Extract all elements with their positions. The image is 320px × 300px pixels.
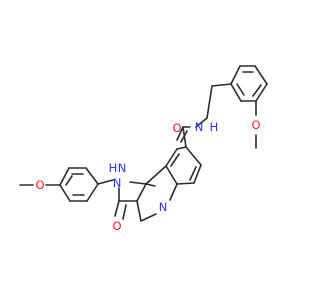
- bonds: [19, 65, 268, 222]
- bond: [114, 200, 120, 217]
- bond: [165, 165, 178, 185]
- bond-inner: [189, 166, 197, 181]
- pyrazole-n2-label: N: [113, 176, 122, 190]
- bond: [182, 126, 187, 148]
- bond: [211, 83, 232, 87]
- bond: [193, 164, 202, 184]
- bond-co: [176, 126, 184, 141]
- bond-inner: [236, 83, 245, 96]
- bond: [145, 165, 167, 185]
- bond-inner: [65, 175, 73, 186]
- bond: [122, 204, 127, 220]
- aryl-methoxy-oxygen-label: O: [35, 178, 44, 192]
- bond: [59, 184, 71, 202]
- bond: [140, 213, 157, 222]
- quinoline-nitrogen-label: N: [159, 200, 168, 214]
- molecule-structure-diagram: O N H O O H N N O N: [19, 65, 268, 233]
- pyrazole-nh-nitrogen-label: N: [118, 161, 127, 175]
- atom-labels: O N H O O H N N O N: [35, 118, 260, 233]
- bond: [97, 179, 114, 185]
- amide-hydrogen-label: H: [210, 120, 219, 134]
- amide-nitrogen-label: N: [195, 120, 204, 134]
- bond: [136, 200, 142, 222]
- bond: [165, 148, 178, 167]
- structure-svg: O N H O O H N N O N: [19, 65, 268, 233]
- bond: [185, 146, 202, 166]
- bond-inner: [170, 153, 180, 167]
- ketone-oxygen-label: O: [112, 219, 121, 233]
- bond-inner: [252, 84, 262, 97]
- pyrazole-nh-hydrogen-label: H: [109, 161, 118, 175]
- bond: [254, 65, 268, 85]
- amide-oxygen-label: O: [172, 121, 181, 135]
- bond: [230, 65, 241, 85]
- bond: [230, 83, 242, 102]
- bond: [129, 181, 147, 185]
- bond: [85, 167, 99, 185]
- bond: [176, 146, 187, 150]
- bond-inner: [145, 183, 156, 187]
- bond: [255, 83, 268, 102]
- bond: [86, 183, 99, 202]
- bond: [169, 183, 178, 201]
- bond: [195, 117, 208, 128]
- bond: [206, 85, 213, 119]
- bond: [59, 167, 70, 186]
- benzyl-methoxy-oxygen-label: O: [251, 118, 260, 132]
- bond: [176, 182, 195, 185]
- bond: [136, 183, 147, 202]
